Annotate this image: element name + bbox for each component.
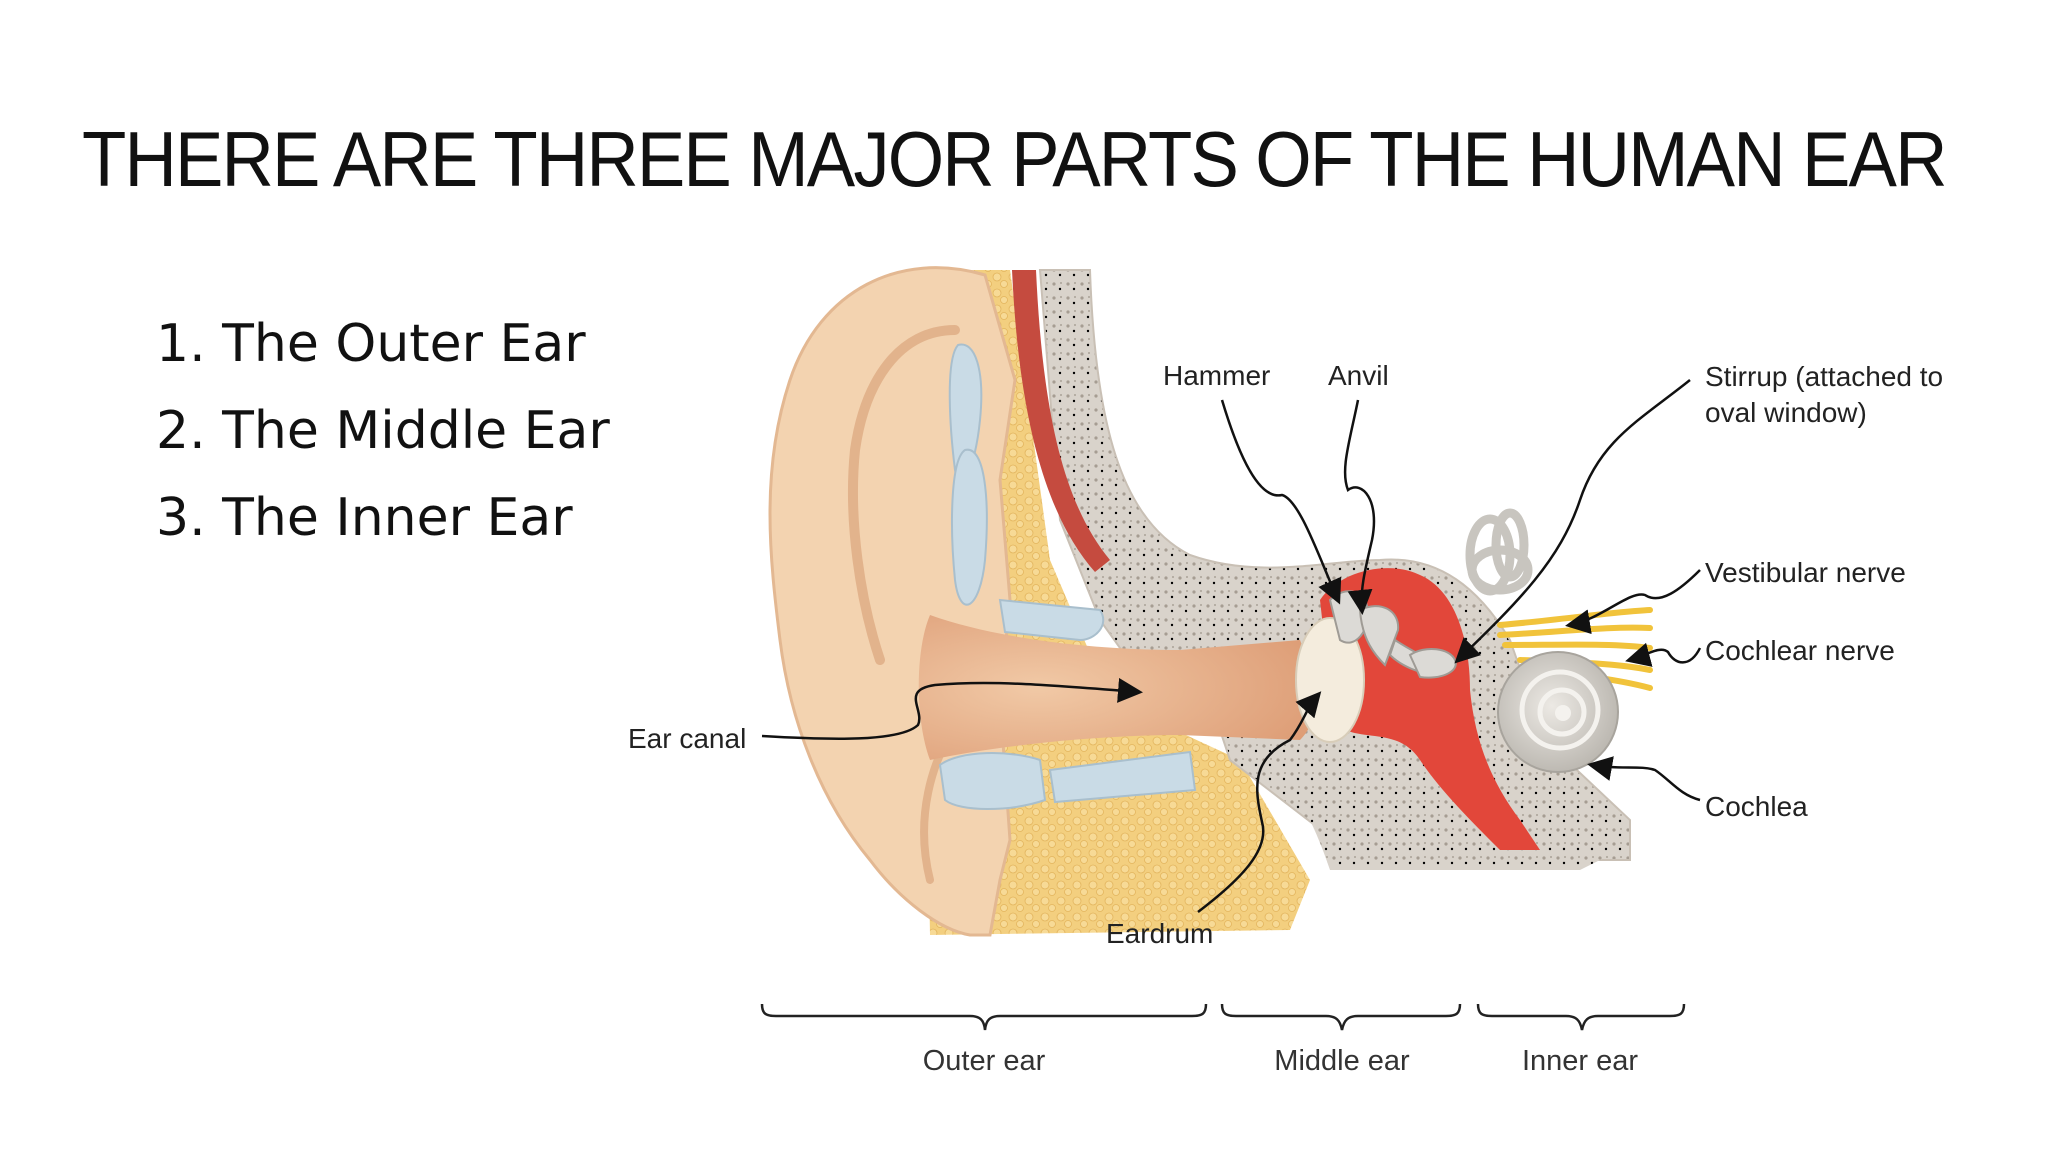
label-ear-canal: Ear canal [628, 723, 746, 754]
section-label-inner-ear: Inner ear [1522, 1045, 1638, 1077]
section-braces [762, 1004, 1684, 1030]
brace-inner-ear [1478, 1004, 1684, 1030]
label-hammer: Hammer [1163, 360, 1270, 391]
label-cochlear-nerve: Cochlear nerve [1705, 635, 1895, 666]
label-stirrup-line1: Stirrup (attached to [1705, 361, 1943, 392]
semicircular-canals [1470, 513, 1528, 591]
section-label-middle-ear: Middle ear [1274, 1045, 1410, 1077]
label-eardrum: Eardrum [1106, 918, 1213, 949]
label-anvil: Anvil [1328, 360, 1389, 391]
label-vestibular-nerve: Vestibular nerve [1705, 557, 1906, 588]
brace-middle-ear [1222, 1004, 1460, 1030]
cochlea-shape [1498, 652, 1618, 772]
brace-outer-ear [762, 1004, 1206, 1030]
label-stirrup-line2: oval window) [1705, 397, 1867, 428]
label-cochlea: Cochlea [1705, 791, 1808, 822]
section-label-outer-ear: Outer ear [923, 1045, 1046, 1077]
